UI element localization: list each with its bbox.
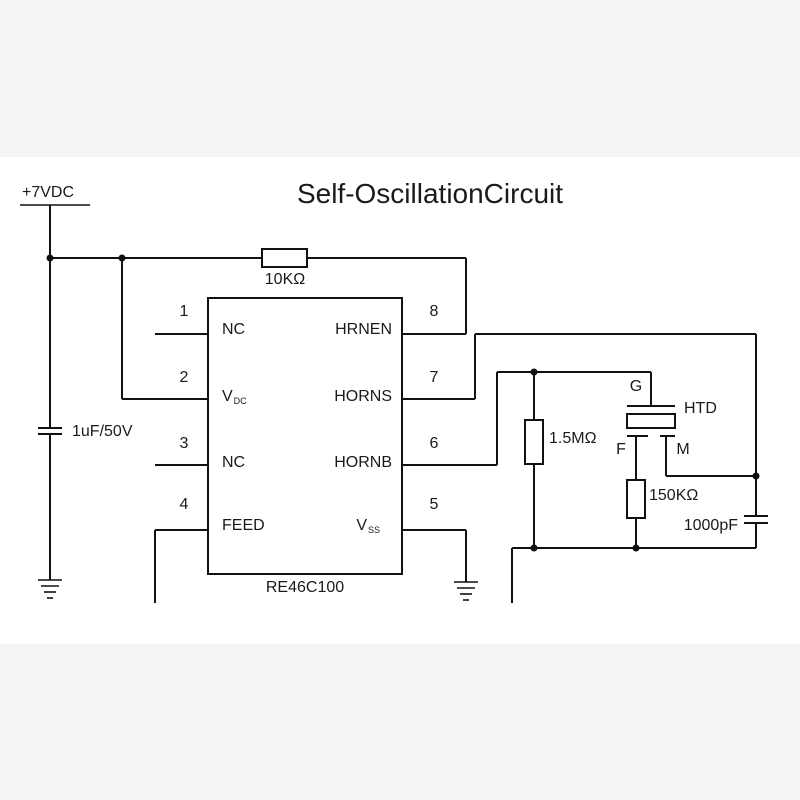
supply-label: +7VDC [22, 184, 74, 201]
capacitor-1000pf [744, 515, 768, 524]
pin-name-vss: VSS [356, 517, 380, 535]
junction-dot [632, 544, 640, 552]
pin-name-vdc: VDC [222, 388, 247, 406]
resistor-10k [261, 248, 308, 268]
pin-name-horns: HORNS [334, 388, 392, 405]
ic-chip-body [207, 297, 403, 575]
pin-name-nc-3: NC [222, 454, 245, 471]
pin-name-hrnen: HRNEN [335, 321, 392, 338]
pin-number-7: 7 [430, 369, 439, 386]
junction-dot [46, 254, 54, 262]
pin-number-4: 4 [180, 496, 189, 513]
htd-terminal-g: G [630, 378, 642, 395]
pin-number-5: 5 [430, 496, 439, 513]
ground-symbol-vss [454, 581, 478, 601]
capacitor-1uf [38, 427, 62, 435]
ground-symbol-left [38, 579, 62, 599]
pin-number-6: 6 [430, 435, 439, 452]
junction-dot [530, 544, 538, 552]
htd-label: HTD [684, 400, 717, 417]
htd-transducer [626, 405, 676, 437]
pin-number-3: 3 [180, 435, 189, 452]
diagram-panel [0, 157, 800, 644]
capacitor-label: 1uF/50V [72, 423, 133, 440]
capacitor-1000pf-label: 1000pF [684, 517, 738, 534]
resistor-1-5m [524, 419, 544, 465]
resistor-1-5m-label: 1.5MΩ [549, 430, 597, 447]
pin-number-1: 1 [180, 303, 189, 320]
resistor-10k-label: 10KΩ [265, 271, 305, 288]
pin-number-2: 2 [180, 369, 189, 386]
diagram-title: Self-OscillationCircuit [297, 178, 563, 209]
pin-name-nc-1: NC [222, 321, 245, 338]
htd-terminal-m: M [676, 441, 689, 458]
resistor-150k-label: 150KΩ [649, 487, 698, 504]
chip-name: RE46C100 [266, 579, 344, 596]
pin-name-feed: FEED [222, 517, 265, 534]
pin-name-hornb: HORNB [334, 454, 392, 471]
resistor-150k [626, 479, 646, 519]
htd-terminal-f: F [616, 441, 626, 458]
pin-number-8: 8 [430, 303, 439, 320]
